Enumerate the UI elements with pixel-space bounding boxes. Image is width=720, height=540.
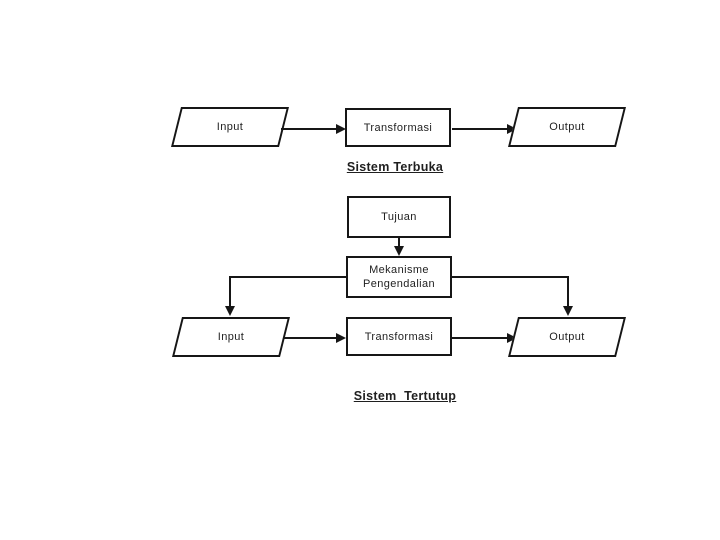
arrowhead-down-icon (563, 306, 573, 316)
connector-mekanisme-down-to-input (229, 276, 231, 307)
open-output-parallelogram: Output (508, 107, 626, 147)
connector-tujuan-to-mekanisme (398, 238, 400, 247)
arrowhead-down-icon (225, 306, 235, 316)
connector-mekanisme-left (230, 276, 346, 278)
closed-transformasi-box: Transformasi (346, 317, 452, 356)
closed-output-parallelogram: Output (508, 317, 626, 357)
arrowhead-down-icon (394, 246, 404, 256)
open-transformasi-label: Transformasi (363, 121, 433, 134)
connector-closed-input-to-transformasi (284, 337, 336, 339)
open-system-caption: Sistem Terbuka (346, 160, 444, 174)
tujuan-label: Tujuan (381, 211, 417, 223)
closed-transformasi-label: Transformasi (364, 330, 434, 343)
closed-system-caption: Sistem Tertutup (353, 389, 457, 403)
open-input-parallelogram: Input (171, 107, 289, 147)
arrowhead-right-icon (336, 333, 346, 343)
mekanisme-label-line1: Mekanisme (369, 264, 429, 276)
open-transformasi-box: Transformasi (345, 108, 451, 147)
arrowhead-right-icon (336, 124, 346, 134)
mekanisme-pengendalian-box: Mekanisme Pengendalian (346, 256, 452, 298)
closed-input-parallelogram: Input (172, 317, 290, 357)
connector-mekanisme-right (452, 276, 568, 278)
mekanisme-label-line2: Pengendalian (362, 278, 436, 290)
tujuan-box: Tujuan (347, 196, 451, 238)
connector-closed-transformasi-to-output (452, 337, 507, 339)
open-input-label: Input (216, 121, 244, 133)
closed-input-label: Input (217, 331, 245, 343)
connector-open-transformasi-to-output (452, 128, 507, 130)
open-output-label: Output (549, 121, 585, 133)
connector-open-input-to-transformasi (281, 128, 336, 130)
connector-mekanisme-down-to-output (567, 276, 569, 307)
closed-output-label: Output (549, 331, 585, 343)
